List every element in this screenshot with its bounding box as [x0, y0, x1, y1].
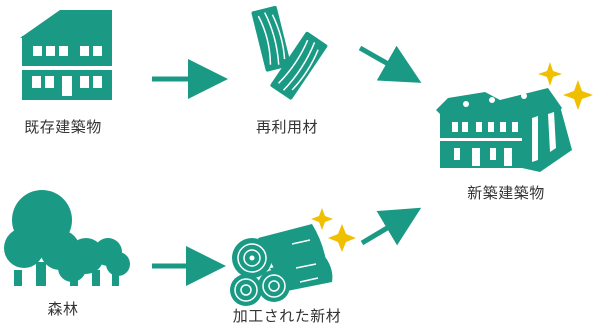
sparkle-icon	[311, 208, 356, 252]
new-building-icon	[436, 88, 572, 172]
label-forest: 森林	[47, 300, 79, 318]
logs-icon	[230, 224, 333, 306]
label-reused-material: 再利用材	[255, 118, 319, 136]
arrow-reused-to-new	[358, 45, 422, 83]
forest-icon	[4, 190, 130, 286]
label-existing-building: 既存建築物	[24, 118, 102, 136]
flow-arrows	[152, 45, 422, 286]
label-processed-material: 加工された新材	[232, 307, 342, 325]
label-new-building: 新築建築物	[467, 184, 545, 202]
wood-planks-icon	[251, 5, 328, 100]
house-icon	[20, 10, 112, 100]
arrow-processed-to-new	[360, 207, 422, 246]
sparkle-icon	[538, 62, 593, 110]
